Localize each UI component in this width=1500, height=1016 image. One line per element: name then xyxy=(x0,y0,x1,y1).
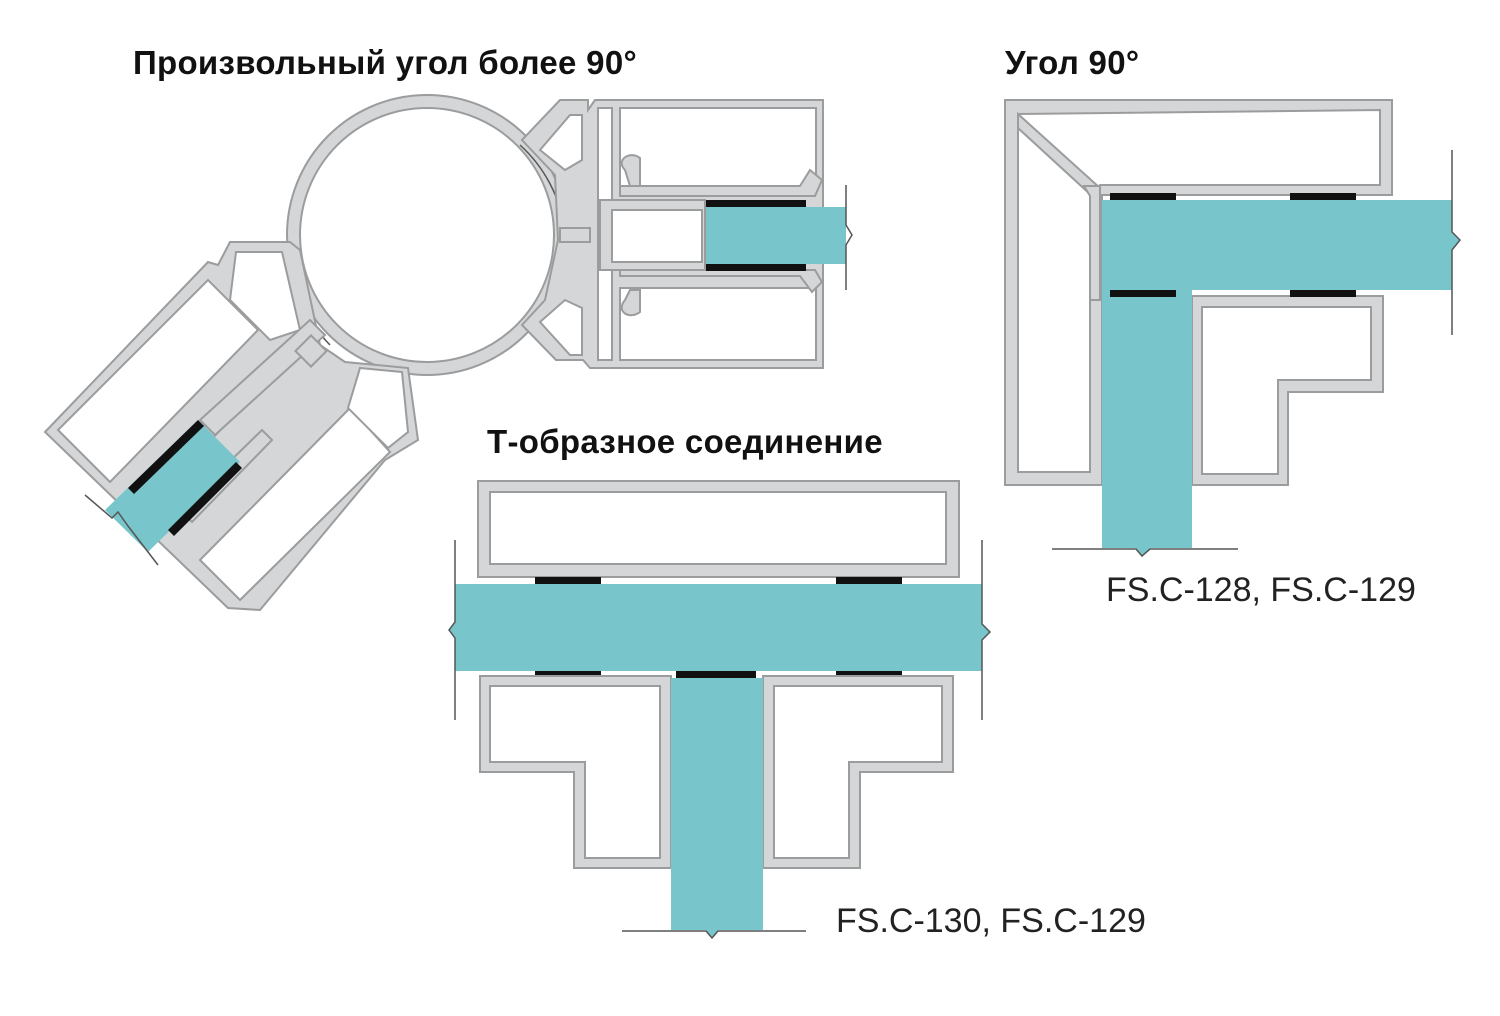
arbitrary-angle-section xyxy=(43,94,853,612)
corner-profile-outer xyxy=(1004,99,1393,486)
seal xyxy=(535,577,601,584)
round-connector-profile xyxy=(286,94,568,376)
glass-panel xyxy=(706,207,846,264)
t-joint-title: Т-образное соединение xyxy=(487,423,883,460)
seal xyxy=(168,462,242,536)
right-angle-section xyxy=(1004,99,1462,558)
glass-panel xyxy=(1102,200,1460,556)
seal xyxy=(836,671,902,678)
seal xyxy=(535,671,601,678)
right-frame-profile xyxy=(520,99,824,369)
seal xyxy=(706,264,806,271)
seal xyxy=(128,420,204,494)
seal xyxy=(1290,290,1356,297)
seal xyxy=(706,200,806,207)
glass-panel xyxy=(449,584,990,671)
right-angle-codes: FS.C-128, FS.C-129 xyxy=(1106,571,1416,609)
seal xyxy=(836,577,902,584)
seal xyxy=(1110,290,1176,297)
t-joint-section xyxy=(448,480,992,940)
seal xyxy=(1110,193,1176,200)
glass-panel xyxy=(671,678,763,938)
glass-panel xyxy=(105,420,240,552)
t-joint-codes: FS.C-130, FS.C-129 xyxy=(836,902,1146,940)
right-angle-title: Угол 90° xyxy=(1005,44,1140,81)
arbitrary-angle-title: Произвольный угол более 90° xyxy=(133,44,637,81)
seal xyxy=(676,671,756,678)
seal xyxy=(1290,193,1356,200)
